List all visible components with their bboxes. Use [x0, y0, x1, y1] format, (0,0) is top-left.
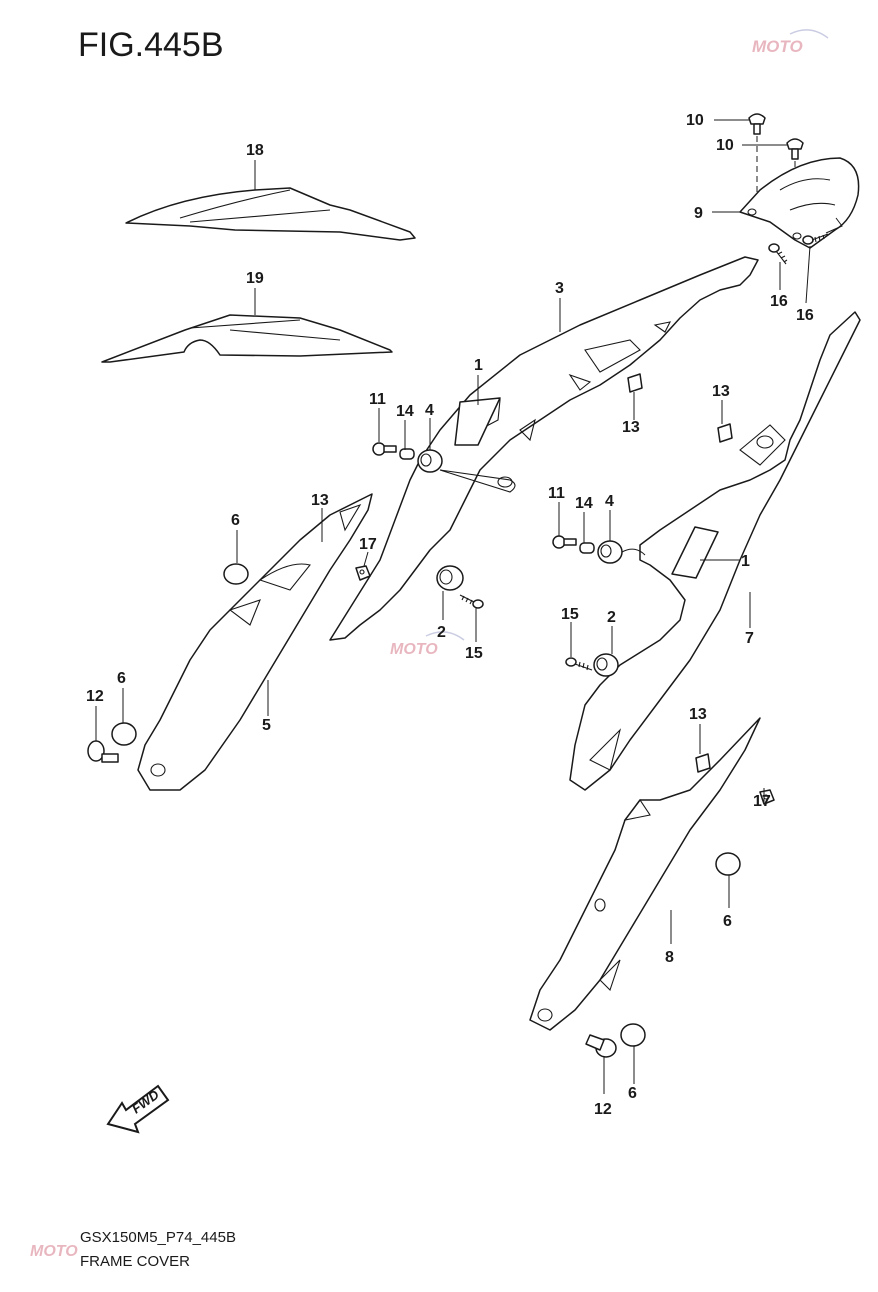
part-2-grommet-b [593, 653, 619, 677]
part-2-grommet-a [436, 565, 464, 591]
callout-18: 18 [246, 142, 264, 159]
part-1-tape-a [454, 397, 501, 446]
callout-13: 13 [622, 419, 640, 436]
part-12-bolt-b [585, 1034, 617, 1058]
part-6-washer-d [620, 1023, 646, 1047]
part-12-bolt-a [87, 740, 119, 763]
part-15-screw-a [459, 594, 484, 609]
part-10-rivet-a [748, 113, 766, 135]
part-4-grommet-b [597, 540, 623, 564]
callout-11: 11 [548, 485, 565, 502]
part-1-tape-b [671, 526, 719, 579]
callout-17: 17 [753, 793, 771, 810]
watermark-logo-center: MOTO [390, 631, 465, 658]
part-13-clip-b [717, 423, 733, 443]
part-11-bolt-a [372, 442, 397, 456]
part-6-washer-c [715, 852, 741, 876]
svg-text:MOTO: MOTO [390, 641, 438, 658]
callout-13: 13 [311, 492, 329, 509]
callout-10: 10 [686, 112, 704, 129]
callout-13: 13 [689, 706, 707, 723]
callout-9: 9 [694, 205, 703, 222]
callout-12: 12 [594, 1101, 612, 1118]
callout-6: 6 [723, 913, 732, 930]
callout-2: 2 [437, 624, 446, 641]
part-17-clip-a [355, 565, 371, 581]
part-15-screw-b [565, 657, 593, 671]
fwd-arrow: FWD [106, 1084, 170, 1134]
part-6-washer-a [223, 563, 249, 585]
callout-11: 11 [369, 391, 386, 408]
callout-4: 4 [425, 402, 434, 419]
callout-4: 4 [605, 493, 614, 510]
callout-10: 10 [716, 137, 734, 154]
callout-13: 13 [712, 383, 730, 400]
part-8-right-side-cover [529, 717, 761, 1031]
part-7-right-frame-cover [569, 311, 861, 791]
part-10-rivet-b [786, 138, 804, 160]
figure-title: FIG.445B [78, 26, 224, 64]
part-6-washer-b [111, 722, 137, 746]
svg-text:MOTO: MOTO [752, 37, 803, 56]
part-14-collar-b [579, 542, 595, 554]
callout-15: 15 [561, 606, 579, 623]
callout-7: 7 [745, 630, 754, 647]
callout-6: 6 [231, 512, 240, 529]
callout-12: 12 [86, 688, 104, 705]
part-16-screw-a [768, 243, 788, 265]
callout-14: 14 [575, 495, 593, 512]
callout-3: 3 [555, 280, 564, 297]
part-18-decal [125, 187, 416, 241]
part-16-screw-b [802, 233, 829, 245]
callout-16: 16 [796, 307, 814, 324]
callout-14: 14 [396, 403, 414, 420]
svg-text:MOTO: MOTO [30, 1243, 78, 1260]
callout-1: 1 [474, 357, 483, 374]
callout-16: 16 [770, 293, 788, 310]
figure-code: GSX150M5_P74_445B [80, 1229, 236, 1246]
callout-6: 6 [117, 670, 126, 687]
callout-8: 8 [665, 949, 674, 966]
part-4-grommet-a [417, 449, 443, 473]
part-5-left-side-cover [137, 493, 373, 791]
part-9-tail-cover [739, 157, 860, 249]
part-11-bolt-b [552, 535, 577, 549]
callout-6: 6 [628, 1085, 637, 1102]
part-13-clip-d [695, 753, 711, 773]
figure-name: FRAME COVER [80, 1253, 191, 1270]
leader-lines [95, 119, 811, 1094]
callout-5: 5 [262, 717, 271, 734]
callout-2: 2 [607, 609, 616, 626]
part-14-collar-a [399, 448, 415, 460]
watermark-logo-top: MOTO [752, 29, 829, 56]
callout-1: 1 [741, 553, 750, 570]
callout-labels: 18 19 10 10 9 16 16 3 1 11 14 4 13 13 6 … [86, 112, 814, 1118]
callout-19: 19 [246, 270, 264, 287]
watermark-logo-bottom: MOTO [30, 1243, 78, 1260]
part-19-decal [101, 314, 393, 363]
part-13-clip-a [627, 373, 643, 393]
callout-17: 17 [359, 536, 377, 553]
callout-15: 15 [465, 645, 483, 662]
